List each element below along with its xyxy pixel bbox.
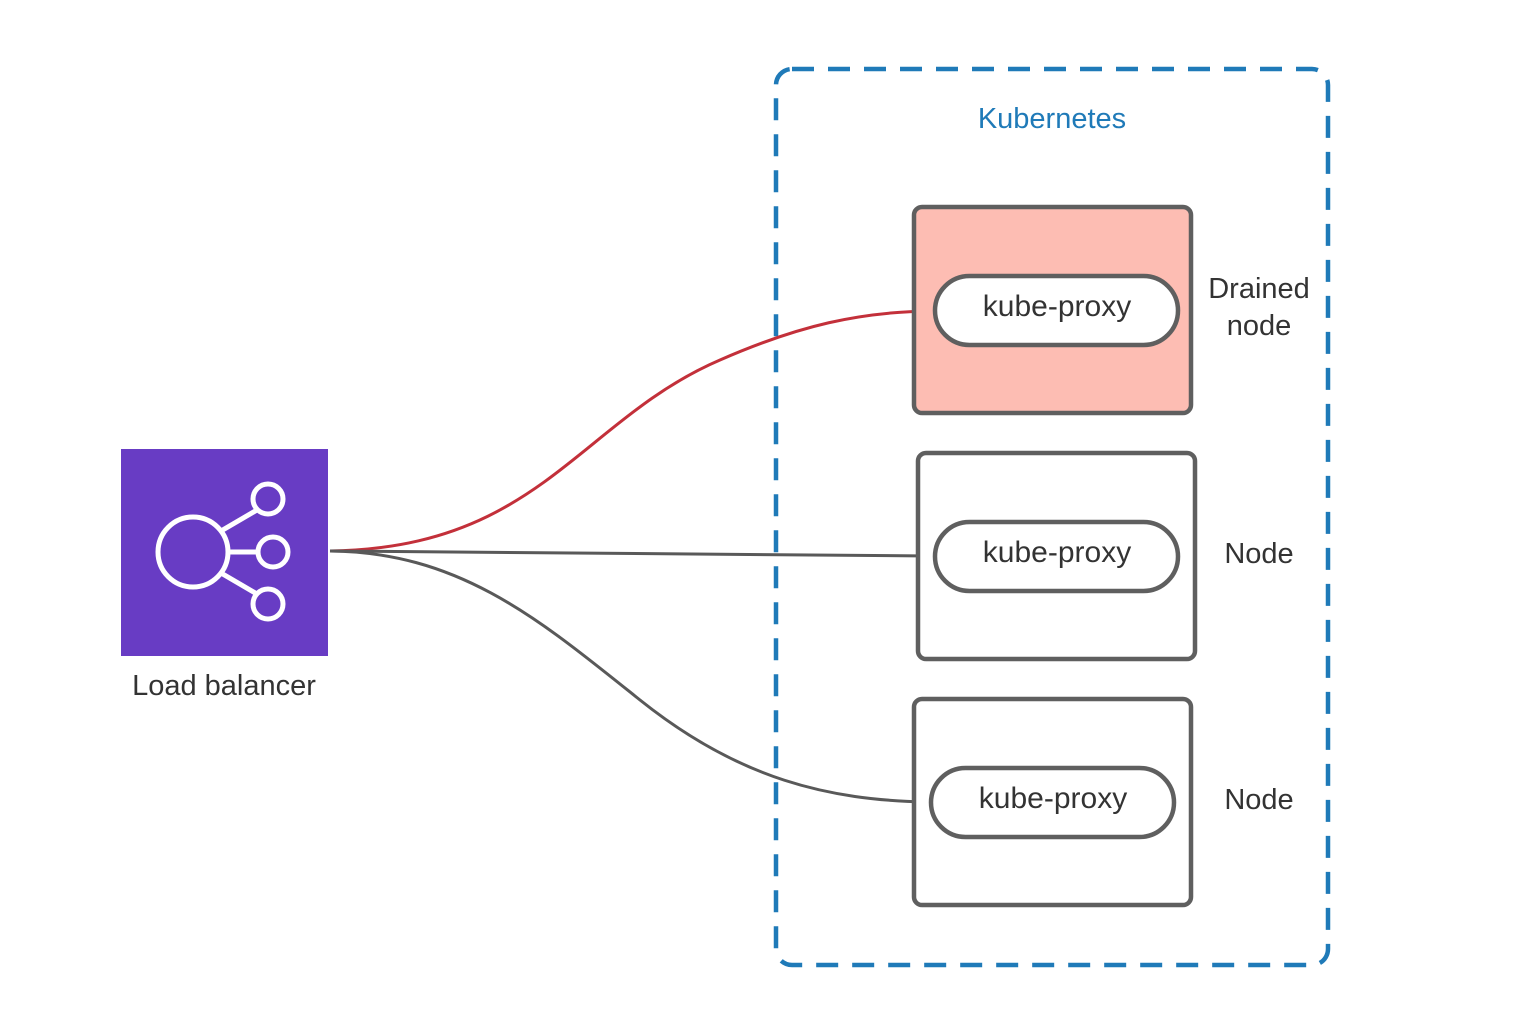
node-2: kube-proxy Node [915, 450, 1294, 662]
kube-proxy-label: kube-proxy [983, 536, 1131, 569]
connections [329, 307, 931, 806]
load-balancer-icon [155, 481, 291, 622]
load-balancer-box [121, 449, 328, 656]
node-drained: kube-proxy Drained node [911, 204, 1310, 416]
kubernetes-cluster: Kubernetes [773, 66, 1331, 968]
load-balancer-label: Load balancer [132, 670, 316, 702]
node-3: kube-proxy Node [911, 696, 1294, 908]
kube-proxy-label: kube-proxy [979, 782, 1127, 815]
node-side-label-line2: node [1227, 310, 1292, 342]
kube-proxy-pill [928, 765, 1177, 840]
kube-proxy-label: kube-proxy [983, 290, 1131, 323]
node-side-label: Node [1224, 538, 1293, 570]
cluster-label: Kubernetes [978, 103, 1126, 135]
kube-proxy-pill [932, 273, 1181, 348]
connection-node-2 [329, 549, 931, 560]
connection-node-3 [329, 549, 927, 806]
kube-proxy-pill [932, 519, 1181, 594]
node-side-label: Drained [1208, 273, 1310, 305]
node-side-label: Node [1224, 784, 1293, 816]
load-balancer: Load balancer [121, 449, 328, 702]
connection-drained [329, 307, 931, 553]
cluster-boundary [773, 66, 1331, 968]
